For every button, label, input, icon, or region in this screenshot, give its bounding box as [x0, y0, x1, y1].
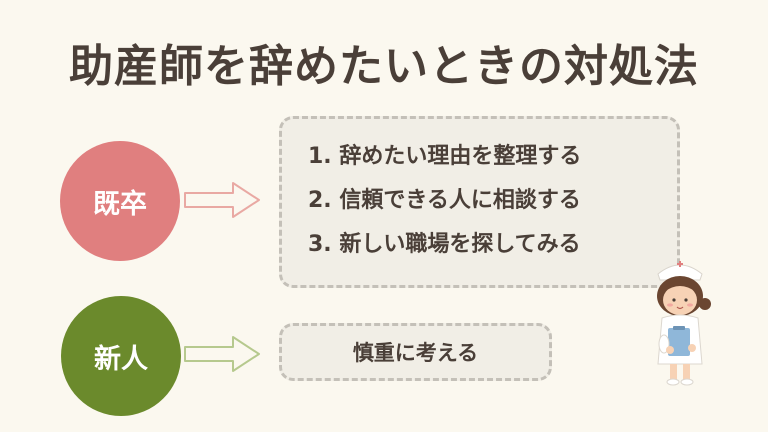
graduate-label: 既卒	[93, 188, 147, 220]
new-nurse-badge: 新人	[61, 296, 181, 416]
new-nurse-advice-box: 慎重に考える	[279, 323, 552, 381]
graduate-badge: 既卒	[60, 141, 180, 261]
arrow-right-icon	[184, 182, 260, 218]
list-item: 2. 信頼できる人に相談する	[308, 188, 581, 213]
page-title: 助産師を辞めたいときの対処法	[69, 41, 699, 92]
advice-text: 慎重に考える	[352, 341, 479, 365]
graduate-steps-box: 1. 辞めたい理由を整理する 2. 信頼できる人に相談する 3. 新しい職場を探…	[279, 116, 680, 288]
nurse-illustration	[657, 261, 711, 386]
arrow-right-icon	[184, 336, 260, 372]
list-item: 3. 新しい職場を探してみる	[308, 232, 581, 257]
new-nurse-label: 新人	[94, 343, 148, 375]
list-item: 1. 辞めたい理由を整理する	[308, 144, 582, 169]
